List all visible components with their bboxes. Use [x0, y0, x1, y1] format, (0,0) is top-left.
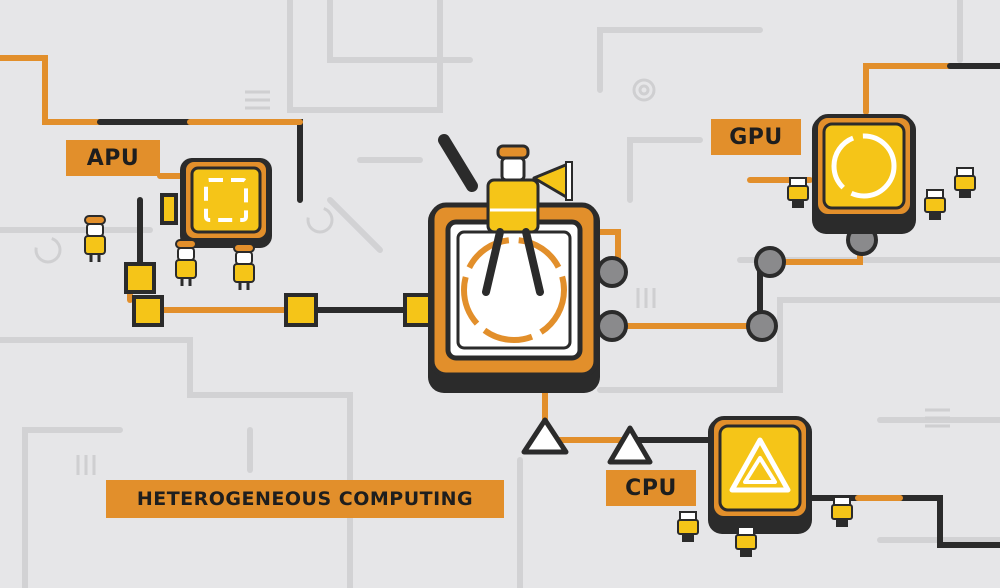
- diagram-title: HETEROGENEOUS COMPUTING: [106, 480, 504, 518]
- gpu-label: GPU: [711, 119, 801, 155]
- triangle-icon: [521, 417, 653, 465]
- megaphone-icon: [532, 161, 573, 201]
- central-processor-icon: [428, 202, 600, 393]
- apu-label: APU: [66, 140, 160, 176]
- background-marks: [34, 78, 950, 475]
- cpu-chip-icon: [708, 416, 812, 534]
- cpu-label: CPU: [606, 470, 696, 506]
- gpu-chip-icon: [812, 114, 916, 234]
- circuit-traces: [0, 55, 1000, 548]
- apu-chip-icon: [180, 158, 272, 248]
- connector-squares: [124, 193, 437, 327]
- foreman-worker-icon: [482, 144, 544, 296]
- wrench-icon: [438, 134, 478, 192]
- connector-node-icon: [596, 224, 878, 342]
